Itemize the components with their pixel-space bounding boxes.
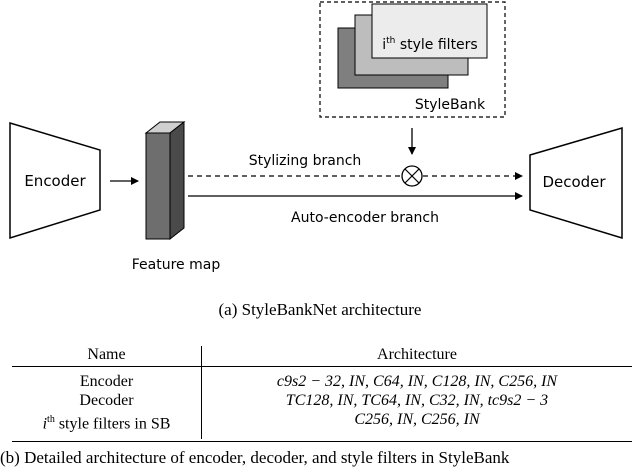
- table-column-divider: [201, 346, 202, 439]
- feature-map-block: [144, 120, 186, 241]
- architecture-diagram: Encoder Feature map ith style filters St…: [9, 1, 623, 273]
- style-filter-front: [371, 3, 488, 59]
- encoder-label: Encoder: [24, 172, 86, 190]
- table-row-encoder-arch: c9s2 − 32, IN, C64, IN, C128, IN, C256, …: [276, 373, 558, 390]
- diagram-svg: Encoder Feature map ith style filters St…: [9, 1, 623, 273]
- table-row-decoder-name: Decoder: [79, 392, 134, 409]
- autoencoder-branch-label: Auto-encoder branch: [291, 210, 439, 226]
- caption-a: (a) StyleBankNet architecture: [218, 300, 422, 319]
- feature-map-label: Feature map: [132, 257, 221, 273]
- table-row-style-filters-name: ith style filters in SB: [42, 414, 171, 433]
- table-bottom-rule: [12, 441, 632, 442]
- decoder-block: [529, 126, 623, 240]
- stylebank-box: [319, 1, 506, 118]
- caption-b: (b) Detailed architecture of encoder, de…: [0, 448, 510, 467]
- decoder-label: Decoder: [542, 173, 606, 191]
- stylizing-branch-label: Stylizing branch: [249, 153, 362, 169]
- encoder-block: [9, 121, 101, 240]
- table-row-encoder-name: Encoder: [79, 373, 134, 390]
- style-filters-label: ith style filters: [382, 36, 477, 53]
- stylebank-label: StyleBank: [415, 97, 486, 113]
- table-header-name: Name: [87, 346, 126, 363]
- table-row-style-filters-arch: C256, IN, C256, IN: [354, 411, 480, 428]
- table-header-architecture: Architecture: [377, 346, 457, 363]
- table-row-decoder-arch: TC128, IN, TC64, IN, C32, IN, tc9s2 − 3: [285, 392, 549, 409]
- table-top-rule: [12, 366, 632, 367]
